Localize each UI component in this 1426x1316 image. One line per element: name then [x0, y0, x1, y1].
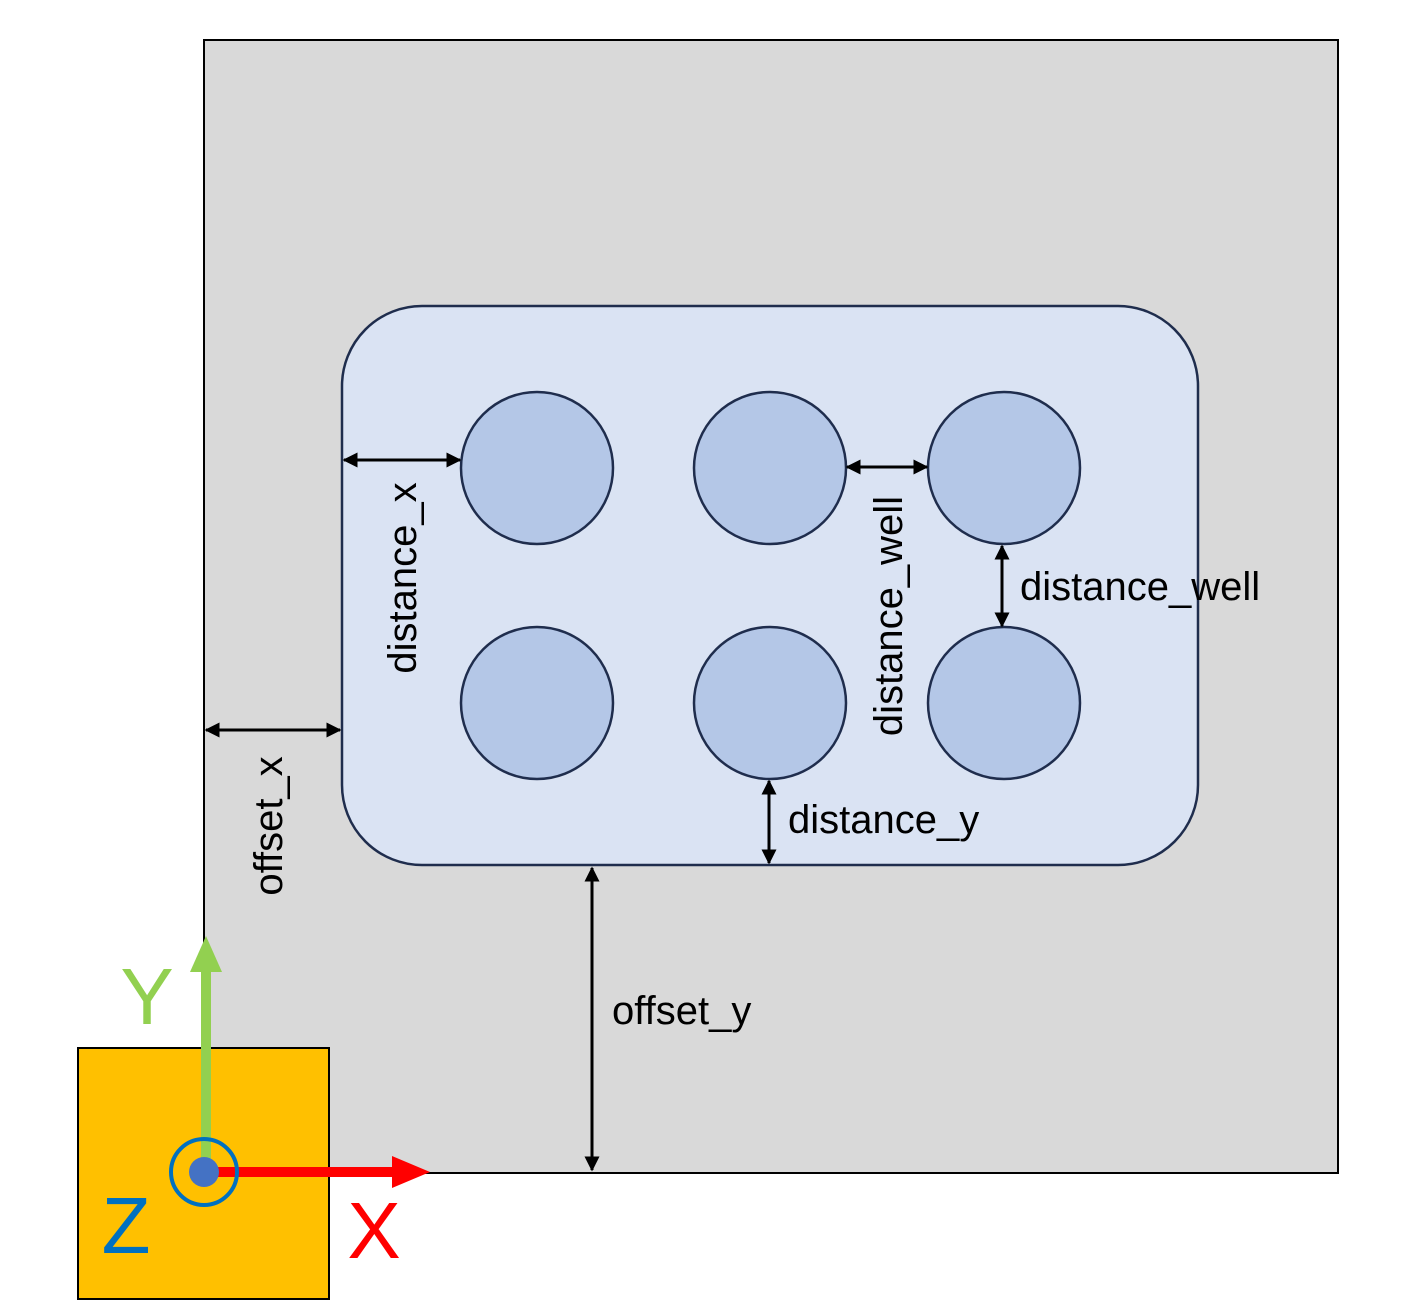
distance-y-label: distance_y [788, 798, 979, 842]
distance-well-vertical-label: distance_well [867, 496, 911, 736]
offset-x-label: offset_x [247, 756, 291, 895]
well-a3 [926, 390, 1082, 546]
distance-well-horizontal-label: distance_well [1020, 565, 1260, 609]
well-a1 [459, 390, 615, 546]
distance-x-label: distance_x [381, 482, 425, 673]
well-b2 [692, 625, 848, 781]
offset-y-label: offset_y [612, 989, 751, 1033]
y-axis-arrowhead [190, 936, 222, 972]
x-axis-label: X [347, 1186, 400, 1275]
well-a2 [692, 390, 848, 546]
origin-dot [189, 1157, 219, 1187]
well-b1 [459, 625, 615, 781]
y-axis-label: Y [120, 952, 173, 1041]
well-b3 [926, 625, 1082, 781]
z-axis-ring [169, 1137, 239, 1207]
dimension-arrows [204, 452, 1010, 1172]
x-axis-arrowhead [392, 1156, 430, 1188]
z-axis-label: Z [102, 1181, 151, 1270]
